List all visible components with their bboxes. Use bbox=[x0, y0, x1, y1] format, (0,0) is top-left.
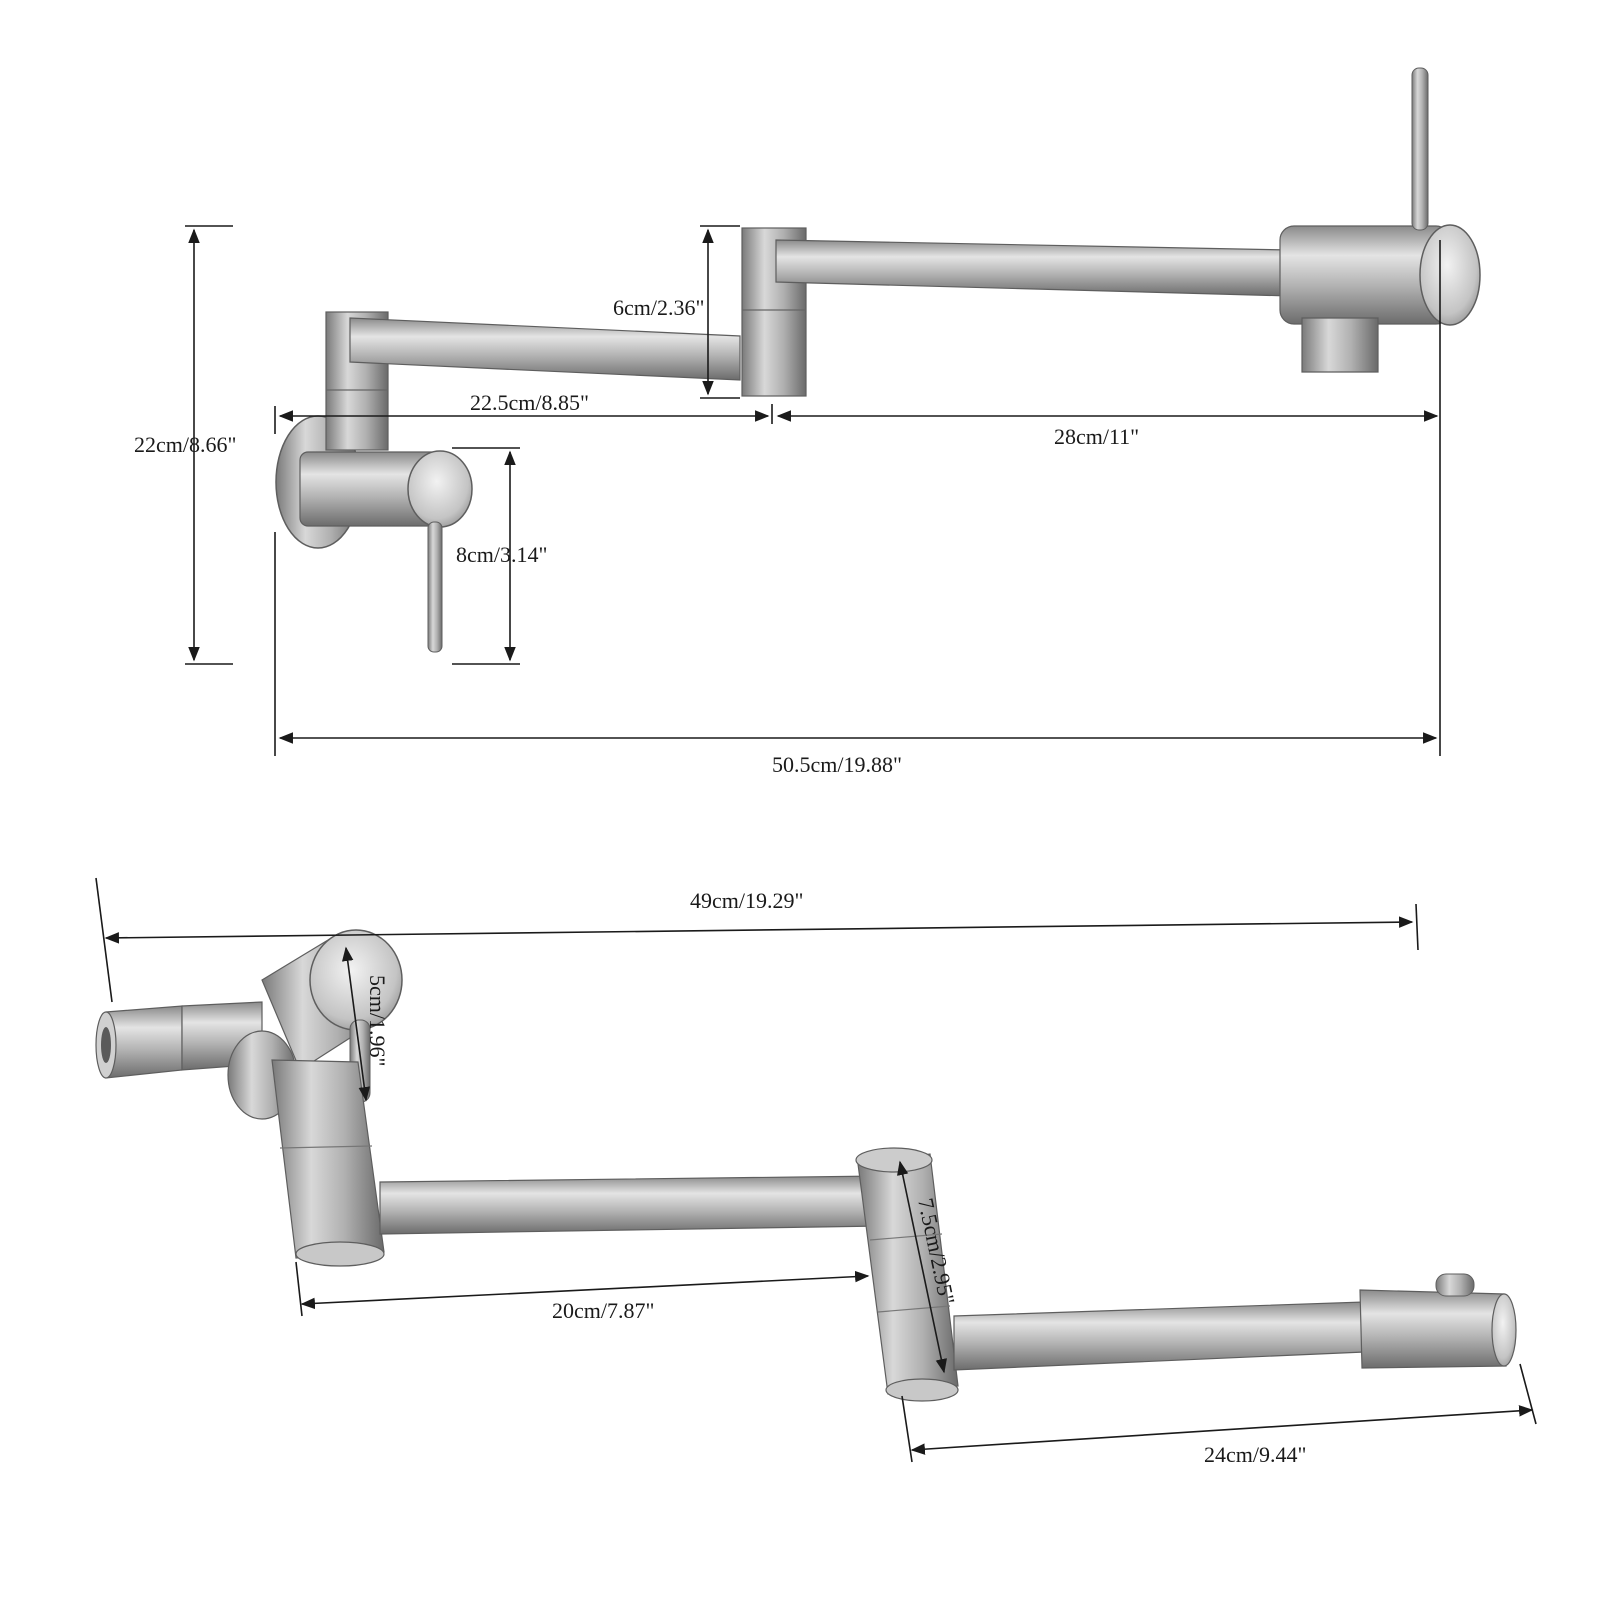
second-swing-arm bbox=[775, 239, 1291, 297]
perspective-view-faucet bbox=[95, 929, 1517, 1402]
aerator-outlet bbox=[1301, 317, 1379, 373]
first-arm-label: 22.5cm/8.85" bbox=[470, 390, 589, 415]
valve-cap bbox=[407, 450, 473, 528]
perspective-total-length-label: 49cm/19.29" bbox=[690, 888, 803, 913]
first-swing-arm bbox=[349, 317, 741, 381]
first-swing-arm-perspective bbox=[379, 1175, 881, 1235]
second-swing-arm-perspective bbox=[953, 1301, 1365, 1371]
total-height-label: 22cm/8.66" bbox=[134, 432, 236, 457]
body-diameter-label: 5cm/1.96" bbox=[365, 975, 390, 1066]
joint-height-label: 6cm/2.36" bbox=[613, 295, 704, 320]
lever-handle bbox=[427, 521, 443, 653]
front-view-faucet bbox=[275, 67, 1481, 653]
threaded-inlet bbox=[105, 1005, 183, 1079]
perspective-first-arm-label: 20cm/7.87" bbox=[552, 1298, 654, 1323]
total-width-label: 50.5cm/19.88" bbox=[772, 752, 902, 777]
perspective-second-arm-label: 24cm/9.44" bbox=[1204, 1442, 1306, 1467]
front-view-dimensions: 22cm/8.66" 6cm/2.36" 22.5cm/8.85" 28cm/1… bbox=[134, 225, 1441, 777]
second-arm-label: 28cm/11" bbox=[1054, 424, 1139, 449]
middle-joint bbox=[741, 227, 807, 397]
handle-length-label: 8cm/3.14" bbox=[456, 542, 547, 567]
spout-cap bbox=[1419, 224, 1481, 326]
spout-body-perspective bbox=[1359, 1289, 1507, 1369]
spout-lever bbox=[1411, 67, 1429, 231]
